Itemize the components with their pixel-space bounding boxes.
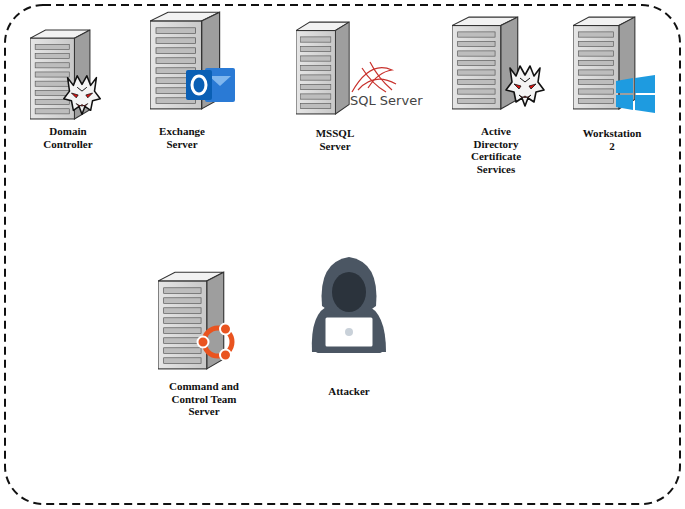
server-label-node: Exchange Server xyxy=(151,125,213,150)
node-label: MSSQL Server xyxy=(310,127,360,152)
server-icon xyxy=(150,12,220,109)
server-icon xyxy=(296,22,349,114)
windows-logo xyxy=(616,75,655,113)
server-label-node: MSSQL Server xyxy=(310,127,360,152)
sql-server-logo xyxy=(352,62,396,92)
server-icon xyxy=(452,17,518,109)
node-label: Active Directory Certificate Services xyxy=(464,125,528,176)
attacker-icon xyxy=(312,257,386,353)
node-label: Workstation 2 xyxy=(579,127,645,152)
kali-logo xyxy=(64,76,100,114)
server-label-node: Command and Control Team Server xyxy=(165,380,243,418)
kali-logo xyxy=(506,66,544,106)
server-label-node: Attacker xyxy=(314,385,384,398)
server-label-node: Active Directory Certificate Services xyxy=(464,125,528,176)
node-label: Exchange Server xyxy=(151,125,213,150)
node-label: Domain Controller xyxy=(37,125,99,150)
server-label-node: Workstation 2 xyxy=(579,127,645,152)
logo-text: SQL Server xyxy=(350,93,423,108)
ubuntu-logo xyxy=(198,324,233,361)
node-label: Command and Control Team Server xyxy=(165,380,243,418)
server-label-node: Domain Controller xyxy=(37,125,99,150)
outlook-logo xyxy=(186,68,235,102)
boundary-dashed xyxy=(5,5,680,504)
node-label: Attacker xyxy=(314,385,384,398)
